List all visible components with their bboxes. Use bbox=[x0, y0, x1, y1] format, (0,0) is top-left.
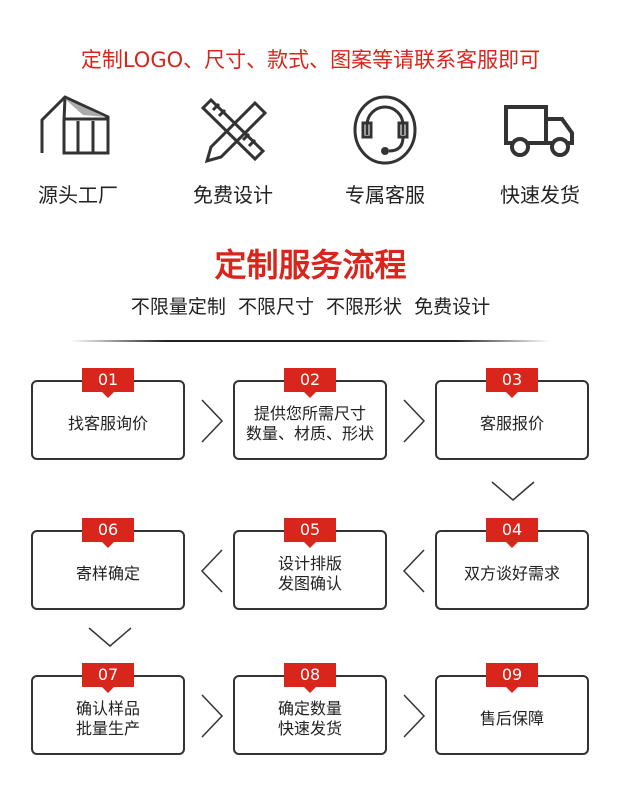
section-subtitle: 不限量定制 不限尺寸 不限形状 免费设计 bbox=[130, 296, 491, 318]
step-line1: 提供您所需尺寸 bbox=[253, 404, 366, 423]
headset-icon bbox=[353, 95, 417, 165]
step-text: 双方谈好需求 bbox=[464, 564, 560, 584]
step-text: 确认样品批量生产 bbox=[76, 699, 140, 739]
step-number-badge: 02 bbox=[284, 368, 336, 398]
step-text: 设计排版发图确认 bbox=[278, 554, 342, 594]
truck-icon bbox=[504, 105, 574, 157]
arrow-right-icon bbox=[403, 399, 426, 443]
step-line1: 寄样确定 bbox=[75, 564, 140, 583]
step-line1: 双方谈好需求 bbox=[463, 564, 560, 583]
step-box: 提供您所需尺寸数量、材质、形状 bbox=[233, 380, 387, 460]
feature-factory: 源头工厂 bbox=[13, 95, 143, 208]
divider bbox=[70, 340, 550, 342]
step-text: 确定数量快速发货 bbox=[278, 699, 342, 739]
step-number-badge: 04 bbox=[486, 518, 538, 548]
step-number-badge: 07 bbox=[82, 663, 134, 693]
step-number-badge: 06 bbox=[82, 518, 134, 548]
step-line1: 确定数量 bbox=[277, 699, 342, 718]
feature-shipping: 快速发货 bbox=[475, 95, 605, 208]
step-line1: 客服报价 bbox=[479, 414, 544, 433]
arrow-down-icon bbox=[88, 627, 132, 647]
step-number-badge: 05 bbox=[284, 518, 336, 548]
step-line2: 发图确认 bbox=[277, 574, 342, 593]
step-number-badge: 08 bbox=[284, 663, 336, 693]
step-text: 找客服询价 bbox=[68, 414, 148, 434]
step-text: 寄样确定 bbox=[76, 564, 140, 584]
step-line2: 批量生产 bbox=[75, 719, 140, 738]
factory-icon bbox=[40, 95, 110, 155]
arrow-down-icon bbox=[491, 481, 535, 501]
step-line1: 设计排版 bbox=[277, 554, 342, 573]
arrow-left-icon bbox=[200, 549, 223, 593]
top-notice: 定制LOGO、尺寸、款式、图案等请联系客服即可 bbox=[80, 48, 541, 72]
step-text: 客服报价 bbox=[480, 414, 544, 434]
step-line1: 售后保障 bbox=[479, 709, 544, 728]
design-tools-icon bbox=[200, 97, 268, 164]
feature-design: 免费设计 bbox=[168, 95, 298, 208]
step-line2: 数量、材质、形状 bbox=[245, 424, 374, 443]
arrow-right-icon bbox=[201, 694, 224, 738]
step-number-badge: 01 bbox=[82, 368, 134, 398]
step-number-badge: 03 bbox=[486, 368, 538, 398]
step-number-badge: 09 bbox=[486, 663, 538, 693]
step-line1: 确认样品 bbox=[75, 699, 140, 718]
step-text: 提供您所需尺寸数量、材质、形状 bbox=[246, 404, 374, 444]
arrow-right-icon bbox=[201, 399, 224, 443]
feature-service: 专属客服 bbox=[320, 95, 450, 208]
step-line2: 快速发货 bbox=[277, 719, 342, 738]
arrow-right-icon bbox=[403, 694, 426, 738]
step-text: 售后保障 bbox=[480, 709, 544, 729]
section-title: 定制服务流程 bbox=[214, 246, 407, 284]
step-line1: 找客服询价 bbox=[67, 414, 148, 433]
arrow-left-icon bbox=[402, 549, 425, 593]
